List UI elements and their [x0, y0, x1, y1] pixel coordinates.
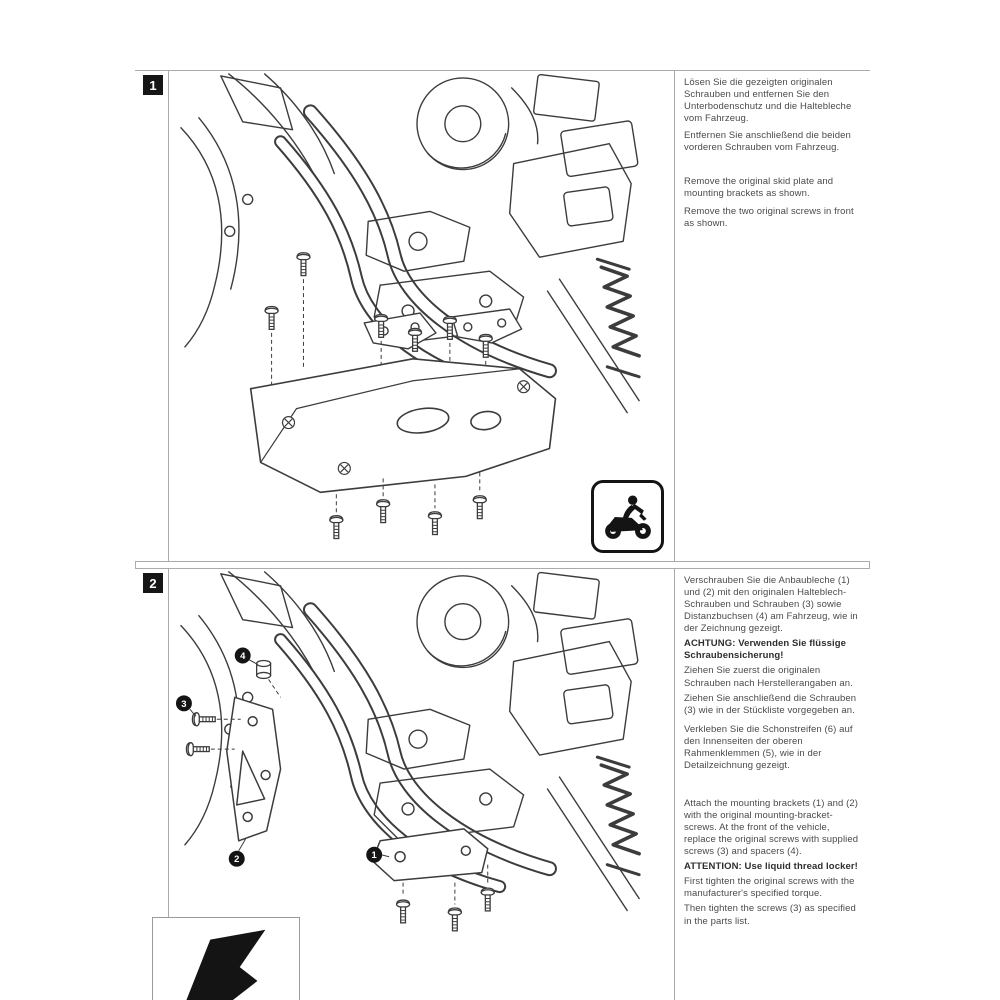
instruction-en: Attach the mounting brackets (1) and (2)…: [684, 797, 859, 858]
instruction-de: Verkleben Sie die Schonstreifen (6) auf …: [684, 723, 853, 771]
spacer-bushing: [256, 659, 272, 680]
detail-inset: [152, 917, 300, 1000]
illustration-frame-step1: [168, 71, 675, 561]
callout-3-label: 3: [181, 699, 186, 710]
instructions-step1: Lösen Sie die gezeigten originalen Schra…: [684, 77, 864, 235]
instruction-en-warning: ATTENTION: Use liquid thread locker!: [684, 861, 858, 873]
motorcycle-icon: [591, 480, 664, 553]
callout-1-label: 1: [372, 850, 377, 861]
instruction-de: Ziehen Sie zuerst die originalen Schraub…: [684, 665, 853, 689]
instruction-en: Remove the original skid plate and mount…: [684, 176, 834, 200]
instruction-en: Then tighten the screws (3) as specified…: [684, 903, 856, 927]
step-number-badge: 1: [143, 75, 163, 95]
assembly-lines-lower: [335, 472, 481, 513]
step-number-badge: 2: [143, 573, 163, 593]
instruction-de: Lösen Sie die gezeigten originalen Schra…: [684, 77, 852, 125]
instruction-en: Remove the two original screws in front …: [684, 205, 854, 229]
mounting-bracket-1: [371, 828, 489, 882]
mounting-bracket-2: [226, 696, 282, 842]
instructions-step2: Verschrauben Sie die Anbaubleche (1) und…: [684, 575, 864, 931]
instruction-de-warning: ACHTUNG: Verwenden Sie flüssige Schraube…: [684, 638, 846, 662]
skid-plate: [249, 358, 557, 494]
callout-markers: 4 3 2 1: [175, 647, 390, 867]
callout-4-label: 4: [240, 651, 246, 662]
instruction-de: Verschrauben Sie die Anbaubleche (1) und…: [684, 575, 858, 635]
illustration-step2: 4 3 2 1: [169, 569, 674, 932]
motorcycle-pictogram: [604, 495, 651, 539]
instruction-de: Entfernen Sie anschließend die beiden vo…: [684, 130, 851, 154]
callout-1: [366, 846, 383, 863]
callout-3: [175, 695, 192, 712]
instruction-en: First tighten the original screws with t…: [684, 876, 855, 900]
screws-lower: [329, 495, 487, 540]
bracket1-screws: [395, 887, 495, 932]
step-1-panel: 1: [135, 70, 870, 562]
callout-2-label: 2: [234, 854, 239, 865]
instruction-de: Ziehen Sie anschließend die Schrauben (3…: [684, 692, 857, 716]
callout-4: [234, 647, 251, 664]
illustration-step1: [169, 71, 674, 540]
step-2-panel: 2: [135, 568, 870, 1000]
protective-strip-detail-icon: [186, 929, 266, 1000]
callout-2: [228, 850, 245, 867]
